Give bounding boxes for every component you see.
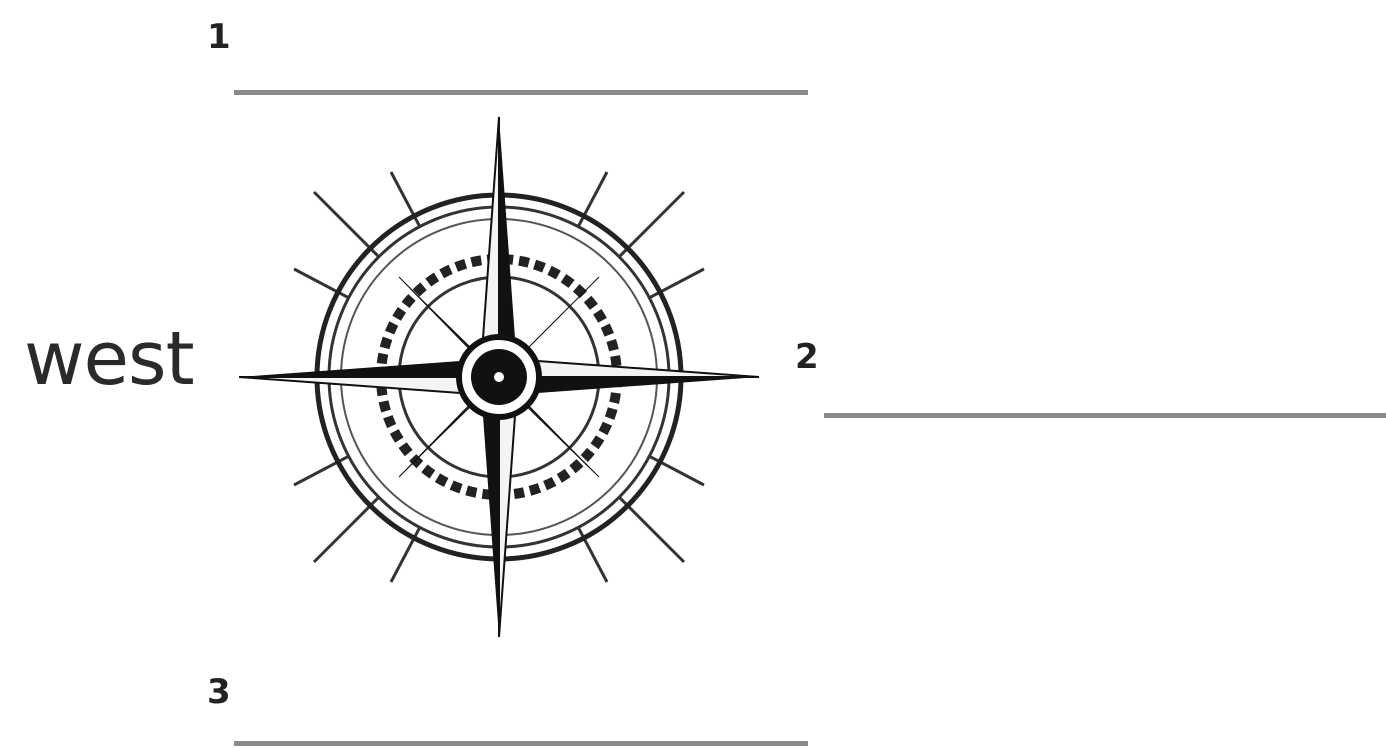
compass-rose-icon bbox=[234, 112, 764, 642]
blank-3-number: 3 bbox=[207, 675, 231, 709]
blank-1-number: 1 bbox=[207, 20, 231, 54]
blank-2-line bbox=[824, 413, 1386, 418]
blank-1-line bbox=[234, 90, 808, 95]
blank-3-line bbox=[234, 741, 808, 746]
blank-2-number: 2 bbox=[795, 340, 819, 374]
west-label: west bbox=[24, 322, 194, 396]
